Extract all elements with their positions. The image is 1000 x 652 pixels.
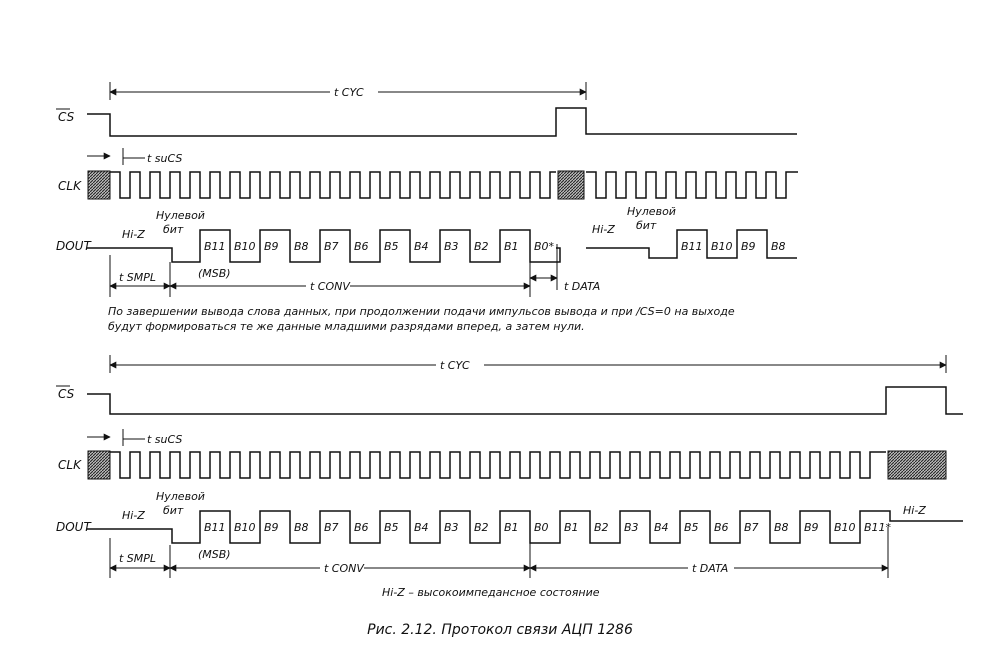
bottom-clk-waveform	[110, 451, 886, 479]
top-tdata-label: t DATA	[564, 280, 600, 293]
top-tcyc-dimension: t CYC	[109, 82, 587, 100]
bottom-tsmpl-label: t SMPL	[119, 552, 156, 565]
bottom-cs-label: CS	[58, 387, 75, 401]
note-line-2: будут формироваться те же данные младшим…	[108, 320, 585, 333]
top-right-bit-label: B10	[711, 240, 733, 253]
bottom-bit-label: B2	[474, 521, 489, 534]
top-tcyc-label: t CYC	[334, 86, 364, 99]
bottom-zero-bit-label-2: бит	[163, 504, 184, 517]
bottom-tsucs-dimension: t suCS	[87, 429, 182, 446]
top-bit-label: B0*	[534, 240, 555, 253]
top-zero-bit-label-2: бит	[163, 223, 184, 236]
top-right-bit-label: B11	[681, 240, 703, 253]
top-bit-label: B5	[384, 240, 399, 253]
bottom-bit-label: B11	[204, 521, 226, 534]
top-bit-label: B1	[504, 240, 519, 253]
bottom-tdata-label: t DATA	[692, 562, 728, 575]
bottom-bit-label: B1	[564, 521, 579, 534]
bottom-bit-label: B9	[264, 521, 279, 534]
bottom-bit-label: B6	[714, 521, 729, 534]
bottom-bit-label: B10	[834, 521, 856, 534]
top-clk-hatch-left	[87, 170, 111, 200]
bottom-bit-label: B5	[684, 521, 699, 534]
bottom-tcyc-dimension: t CYC	[109, 355, 947, 373]
top-clk-label: CLK	[58, 179, 82, 193]
top-bit-label: B2	[474, 240, 489, 253]
bottom-hiz-label: Hi-Z	[122, 509, 145, 522]
top-dout-label: DOUT	[56, 239, 92, 253]
top-bit-label: B10	[234, 240, 256, 253]
top-tsmpl-label: t SMPL	[119, 271, 156, 284]
top-cs-waveform	[87, 107, 797, 137]
bottom-bit-label: B7	[324, 521, 339, 534]
legend-text: Hi-Z – высокоимпедансное состояние	[382, 586, 600, 599]
bottom-bit-label: B2	[594, 521, 609, 534]
top-right-bit-label: B8	[771, 240, 786, 253]
top-zero-bit-right-label: Нулевой	[627, 205, 676, 218]
top-diagram: t CYC CS t suCS CLK DOUT Hi-Z Нулевой би…	[56, 82, 798, 297]
top-timing-brackets: t SMPL (MSB) t CONV t DATA	[109, 244, 600, 297]
top-dout-right-waveform	[586, 229, 797, 259]
top-clk-waveform	[110, 171, 556, 199]
top-right-bit-label: B9	[741, 240, 756, 253]
top-bit-label: B6	[354, 240, 369, 253]
bottom-bit-label: B4	[654, 521, 669, 534]
bottom-clk-hatch-left	[87, 450, 111, 480]
top-hiz-label: Hi-Z	[122, 228, 145, 241]
top-zero-bit-label: Нулевой	[156, 209, 205, 222]
top-dout-waveform	[87, 229, 561, 263]
bottom-bit-label: B4	[414, 521, 429, 534]
bottom-dout-label: DOUT	[56, 520, 92, 534]
bottom-cs-waveform	[87, 386, 963, 415]
top-bit-label: B8	[294, 240, 309, 253]
bottom-bit-label: B6	[354, 521, 369, 534]
top-zero-bit-right-label-2: бит	[636, 219, 657, 232]
bottom-tsucs-label: t suCS	[147, 433, 182, 446]
bottom-zero-bit-label: Нулевой	[156, 490, 205, 503]
bottom-tconv-label: t CONV	[324, 562, 365, 575]
top-cs-label: CS	[58, 110, 75, 124]
bottom-hiz-end-label: Hi-Z	[903, 504, 926, 517]
top-bit-label: B3	[444, 240, 459, 253]
bottom-bit-label: B8	[774, 521, 789, 534]
top-tconv-label: t CONV	[310, 280, 351, 293]
top-tsucs-label: t suCS	[147, 152, 182, 165]
top-dout-bits-right: B11 B10 B9 B8	[681, 240, 786, 253]
bottom-tcyc-label: t CYC	[440, 359, 470, 372]
bottom-bit-label: B7	[744, 521, 759, 534]
bottom-bit-label: B8	[294, 521, 309, 534]
bottom-bit-label: B11*	[864, 521, 892, 534]
top-bit-label: B4	[414, 240, 429, 253]
bottom-clk-hatch-right	[887, 450, 947, 480]
bottom-bit-label: B5	[384, 521, 399, 534]
note-line-1: По завершении вывода слова данных, при п…	[108, 305, 735, 318]
bottom-diagram: t CYC CS t suCS CLK DOUT Hi-Z Нулевой би…	[56, 355, 963, 578]
top-clk-hatch-mid	[557, 170, 585, 200]
bottom-bit-label: B9	[804, 521, 819, 534]
top-hiz-right-label: Hi-Z	[592, 223, 615, 236]
bottom-dout-bits: B11 B10 B9 B8 B7 B6 B5 B4 B3 B2 B1 B0 B1 B2 B3 B4 B5 B6 B7…	[204, 521, 892, 534]
top-msb-label: (MSB)	[198, 267, 231, 280]
bottom-bit-label: B0	[534, 521, 549, 534]
top-bit-label: B11	[204, 240, 226, 253]
bottom-bit-label: B1	[504, 521, 519, 534]
bottom-msb-label: (MSB)	[198, 548, 231, 561]
figure-caption: Рис. 2.12. Протокол связи АЦП 1286	[367, 622, 633, 638]
top-dout-bits: B11 B10 B9 B8 B7 B6 B5 B4 B3 B2 B1 B0*	[204, 240, 555, 253]
bottom-timing-brackets: t SMPL (MSB) t CONV t DATA	[109, 527, 889, 578]
bottom-clk-label: CLK	[58, 458, 82, 472]
top-bit-label: B7	[324, 240, 339, 253]
bottom-bit-label: B10	[234, 521, 256, 534]
top-clk-waveform-2	[586, 171, 798, 199]
top-bit-label: B9	[264, 240, 279, 253]
top-tsucs-dimension: t suCS	[87, 148, 182, 165]
bottom-bit-label: B3	[624, 521, 639, 534]
bottom-bit-label: B3	[444, 521, 459, 534]
